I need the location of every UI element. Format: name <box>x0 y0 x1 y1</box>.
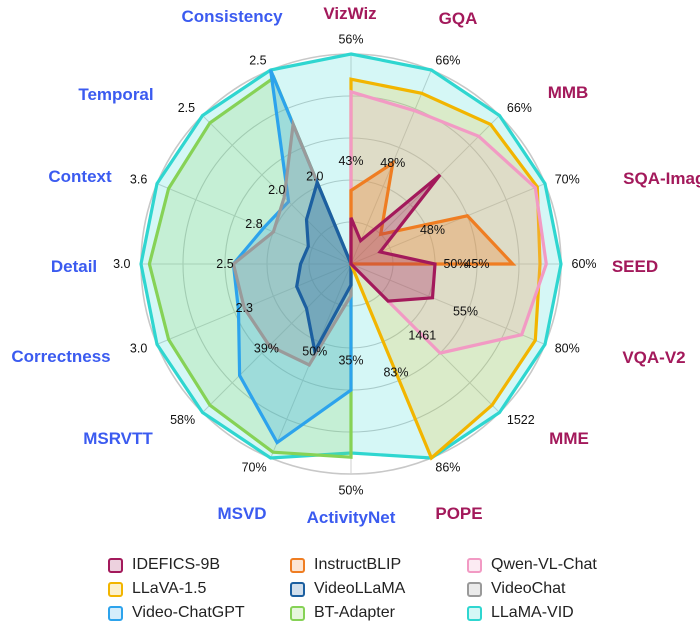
axis-label-mme: MME <box>549 429 589 448</box>
tick-label: 1461 <box>408 328 436 342</box>
legend-item-idefics-9b: IDEFICS-9B <box>108 554 290 576</box>
axis-spoke <box>350 115 500 265</box>
axis-label-detail: Detail <box>51 257 97 276</box>
tick-label: 86% <box>435 461 460 475</box>
legend-swatch <box>108 605 123 621</box>
legend-label: LLaVA-1.5 <box>132 580 207 597</box>
legend-swatch <box>290 605 305 621</box>
legend-item-llava-1-5: LLaVA-1.5 <box>108 578 290 600</box>
axis-label-correctness: Correctness <box>11 347 110 366</box>
legend-label: LLaMA-VID <box>491 604 574 621</box>
series-videochat <box>231 118 353 367</box>
axis-label-seed: SEED <box>612 257 658 276</box>
series-video-chatgpt <box>231 69 353 445</box>
tick-label: 50% <box>338 484 363 498</box>
axis-spoke <box>156 263 352 345</box>
axis-label-gqa: GQA <box>439 9 478 28</box>
legend-item-video-chatgpt: Video-ChatGPT <box>108 602 290 624</box>
tick-label: 56% <box>338 33 363 47</box>
tick-label: 83% <box>383 366 408 380</box>
tick-label: 2.3 <box>236 301 253 315</box>
legend-swatch <box>108 581 123 597</box>
axis-label-vizwiz: VizWiz <box>323 4 376 23</box>
legend-label: VideoChat <box>491 580 566 597</box>
legend-swatch <box>467 581 482 597</box>
axis-label-pope: POPE <box>435 504 482 523</box>
axis-label-msvd: MSVD <box>217 504 266 523</box>
tick-label: 3.6 <box>130 173 147 187</box>
tick-label: 3.0 <box>113 257 130 271</box>
tick-label: 43% <box>338 154 363 168</box>
tick-label: 50% <box>302 344 327 358</box>
legend-swatch <box>467 557 482 573</box>
radar-tick-labels: 56%43%66%48%66%70%48%60%50%45%80%55%1522… <box>113 33 596 498</box>
axis-label-consistency: Consistency <box>181 7 283 26</box>
legend-swatch <box>290 581 305 597</box>
legend-swatch <box>467 605 482 621</box>
axis-label-sqa-image: SQA-Image <box>623 169 700 188</box>
tick-label: 70% <box>555 173 580 187</box>
legend-label: InstructBLIP <box>314 556 402 573</box>
legend-item-videochat: VideoChat <box>467 578 657 600</box>
legend-label: Video-ChatGPT <box>132 604 245 621</box>
radar-series <box>139 52 563 461</box>
legend-item-llama-vid: LLaMA-VID <box>467 602 657 624</box>
legend-swatch <box>290 557 305 573</box>
series-idefics-9b <box>349 173 442 303</box>
tick-label: 1522 <box>507 413 535 427</box>
tick-label: 45% <box>464 257 489 271</box>
tick-label: 2.5 <box>178 101 195 115</box>
series-videollama <box>295 177 353 356</box>
tick-label: 35% <box>338 354 363 368</box>
tick-label: 2.5 <box>249 53 266 67</box>
legend-swatch <box>108 557 123 573</box>
legend-item-instructblip: InstructBLIP <box>290 554 467 576</box>
tick-label: 39% <box>254 342 279 356</box>
tick-label: 66% <box>435 53 460 67</box>
tick-label: 58% <box>170 413 195 427</box>
legend-label: Qwen-VL-Chat <box>491 556 597 573</box>
tick-label: 2.0 <box>306 170 323 184</box>
legend-label: VideoLLaMA <box>314 580 406 597</box>
axis-spoke <box>202 115 352 265</box>
tick-label: 60% <box>572 257 597 271</box>
legend-item-qwen-vl-chat: Qwen-VL-Chat <box>467 554 657 576</box>
tick-label: 3.0 <box>130 341 147 355</box>
tick-label: 2.5 <box>216 257 233 271</box>
legend-item-videollama: VideoLLaMA <box>290 578 467 600</box>
axis-label-context: Context <box>48 167 112 186</box>
series-llava-1-5 <box>349 77 542 461</box>
axis-spoke <box>156 183 352 265</box>
legend-label: BT-Adapter <box>314 604 395 621</box>
legend-label: IDEFICS-9B <box>132 556 221 573</box>
axis-spoke <box>350 183 546 265</box>
axis-spoke <box>350 263 546 345</box>
tick-label: 55% <box>453 304 478 318</box>
axis-label-msrvtt: MSRVTT <box>83 429 153 448</box>
axis-label-activitynet: ActivityNet <box>307 508 396 527</box>
axis-label-temporal: Temporal <box>78 85 153 104</box>
tick-label: 48% <box>420 223 445 237</box>
legend-item-bt-adapter: BT-Adapter <box>290 602 467 624</box>
axis-label-vqa-v2: VQA-V2 <box>622 348 685 367</box>
tick-label: 66% <box>507 101 532 115</box>
tick-label: 48% <box>380 156 405 170</box>
tick-label: 2.0 <box>268 183 285 197</box>
tick-label: 50% <box>443 257 468 271</box>
axis-spoke <box>202 263 352 413</box>
axis-label-mmb: MMB <box>548 83 589 102</box>
tick-label: 70% <box>242 461 267 475</box>
tick-label: 2.8 <box>245 217 262 231</box>
tick-label: 80% <box>555 341 580 355</box>
